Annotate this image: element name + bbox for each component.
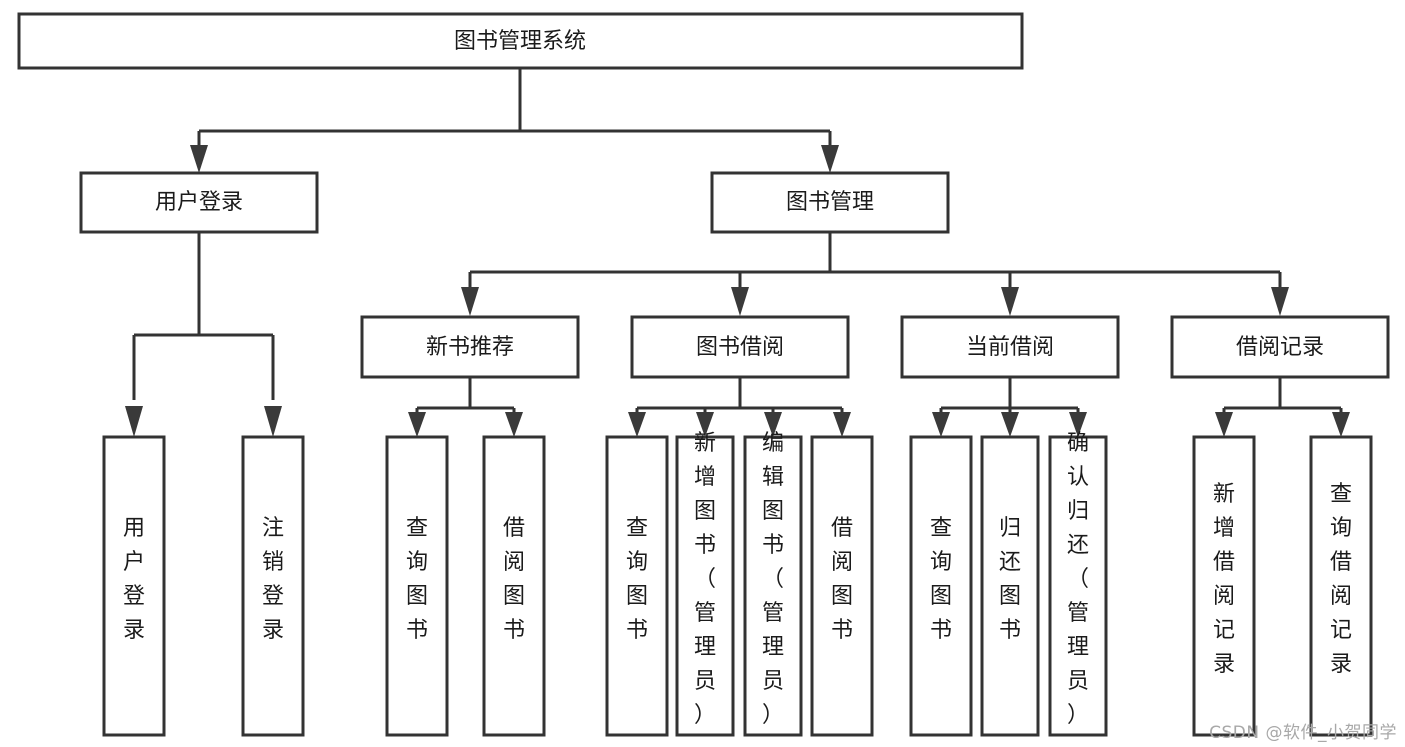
- node-leaf-return-book-label: 归还图书: [999, 516, 1021, 643]
- node-leaf-borrow-book-2[interactable]: 借阅图书: [810, 435, 874, 737]
- node-root[interactable]: 图书管理系统: [17, 12, 1024, 70]
- node-leaf-edit-book-box[interactable]: [743, 435, 803, 737]
- node-leaf-query-record[interactable]: 查询借阅记录: [1309, 435, 1373, 737]
- arrowhead-leaf-return-book: [1001, 412, 1019, 437]
- node-leaf-user-login-box[interactable]: [102, 435, 166, 737]
- node-book-borrow[interactable]: 图书借阅: [630, 315, 850, 379]
- arrowhead-user-login: [190, 145, 208, 173]
- node-book-management-box[interactable]: [710, 171, 950, 234]
- arrowhead-new-book-rec: [461, 287, 479, 316]
- arrowhead-leaf-add-record: [1215, 412, 1233, 437]
- node-user-login[interactable]: 用户登录: [79, 171, 319, 234]
- node-new-book-recommend[interactable]: 新书推荐: [360, 315, 580, 379]
- node-borrow-record-label: 借阅记录: [1236, 335, 1324, 360]
- node-root-box[interactable]: [17, 12, 1024, 70]
- node-leaf-query-book-1-box[interactable]: [385, 435, 449, 737]
- node-leaf-user-login-label: 用户登录: [123, 516, 145, 643]
- arrowhead-leaf-query-record: [1332, 412, 1350, 437]
- arrowhead-leaf-borrow-book-2: [833, 412, 851, 437]
- csdn-watermark: CSDN @软件_小贺同学: [1209, 723, 1397, 743]
- connector-layer: [125, 68, 1350, 437]
- node-book-management[interactable]: 图书管理: [710, 171, 950, 234]
- node-leaf-query-book-3-label: 查询图书: [930, 516, 952, 643]
- node-user-login-box[interactable]: [79, 171, 319, 234]
- arrowhead-book-mgmt: [821, 145, 839, 173]
- arrowhead-leaf-query-book-3: [932, 412, 950, 437]
- node-leaf-logout-label: 注销登录: [262, 516, 284, 643]
- leaf-nodes-layer: 用户登录 注销登录 查询图书 借阅图书 查询图书 新增图书（管理员）: [102, 431, 1373, 737]
- node-current-borrow[interactable]: 当前借阅: [900, 315, 1120, 379]
- node-book-management-label: 图书管理: [786, 190, 874, 215]
- node-leaf-query-record-box[interactable]: [1309, 435, 1373, 737]
- node-leaf-logout[interactable]: 注销登录: [241, 435, 305, 737]
- node-leaf-return-book[interactable]: 归还图书: [980, 435, 1040, 737]
- arrowhead-leaf-add-book: [696, 412, 714, 437]
- node-leaf-add-book-label: 新增图书（管理员）: [694, 431, 716, 728]
- arrowhead-leaf-user-login: [125, 406, 143, 437]
- node-leaf-borrow-book-1[interactable]: 借阅图书: [482, 435, 546, 737]
- node-leaf-query-record-label: 查询借阅记录: [1330, 482, 1352, 677]
- node-new-book-recommend-label: 新书推荐: [426, 335, 514, 360]
- arrowhead-leaf-borrow-book-1: [505, 412, 523, 437]
- arrowhead-leaf-edit-book: [764, 412, 782, 437]
- node-leaf-query-book-3[interactable]: 查询图书: [909, 435, 973, 737]
- node-leaf-edit-book[interactable]: 编辑图书（管理员）: [743, 431, 803, 737]
- node-leaf-borrow-book-2-label: 借阅图书: [831, 516, 853, 643]
- node-leaf-add-record-box[interactable]: [1192, 435, 1256, 737]
- node-leaf-query-book-1-label: 查询图书: [406, 516, 428, 643]
- arrowhead-current-borrow: [1001, 287, 1019, 316]
- node-book-borrow-label: 图书借阅: [696, 335, 784, 360]
- node-leaf-query-book-2[interactable]: 查询图书: [605, 435, 669, 737]
- arrowhead-book-borrow: [731, 287, 749, 316]
- node-user-login-label: 用户登录: [155, 190, 243, 215]
- arrowhead-leaf-logout: [264, 406, 282, 437]
- node-leaf-query-book-1[interactable]: 查询图书: [385, 435, 449, 737]
- node-leaf-confirm-return[interactable]: 确认归还（管理员）: [1048, 431, 1108, 737]
- node-borrow-record[interactable]: 借阅记录: [1170, 315, 1390, 379]
- node-leaf-borrow-book-2-box[interactable]: [810, 435, 874, 737]
- node-leaf-add-book[interactable]: 新增图书（管理员）: [675, 431, 735, 737]
- node-leaf-confirm-return-label: 确认归还（管理员）: [1067, 431, 1089, 728]
- arrowhead-leaf-confirm-return: [1069, 412, 1087, 437]
- node-leaf-return-book-box[interactable]: [980, 435, 1040, 737]
- node-leaf-query-book-2-label: 查询图书: [626, 516, 648, 643]
- arrowhead-borrow-record: [1271, 287, 1289, 316]
- arrowhead-leaf-query-book-2: [628, 412, 646, 437]
- node-leaf-borrow-book-1-box[interactable]: [482, 435, 546, 737]
- node-leaf-user-login[interactable]: 用户登录: [102, 435, 166, 737]
- node-leaf-add-record-label: 新增借阅记录: [1213, 482, 1235, 677]
- node-leaf-add-record[interactable]: 新增借阅记录: [1192, 435, 1256, 737]
- node-current-borrow-box[interactable]: [900, 315, 1120, 379]
- arrowhead-leaf-query-book-1: [408, 412, 426, 437]
- node-leaf-add-book-box[interactable]: [675, 435, 735, 737]
- node-root-label: 图书管理系统: [454, 29, 586, 54]
- node-leaf-edit-book-label: 编辑图书（管理员）: [762, 431, 784, 728]
- node-leaf-logout-box[interactable]: [241, 435, 305, 737]
- node-current-borrow-label: 当前借阅: [966, 335, 1054, 360]
- node-leaf-confirm-return-box[interactable]: [1048, 435, 1108, 737]
- node-borrow-record-box[interactable]: [1170, 315, 1390, 379]
- node-leaf-borrow-book-1-label: 借阅图书: [503, 516, 525, 643]
- node-leaf-query-book-2-box[interactable]: [605, 435, 669, 737]
- node-new-book-recommend-box[interactable]: [360, 315, 580, 379]
- node-leaf-query-book-3-box[interactable]: [909, 435, 973, 737]
- node-book-borrow-box[interactable]: [630, 315, 850, 379]
